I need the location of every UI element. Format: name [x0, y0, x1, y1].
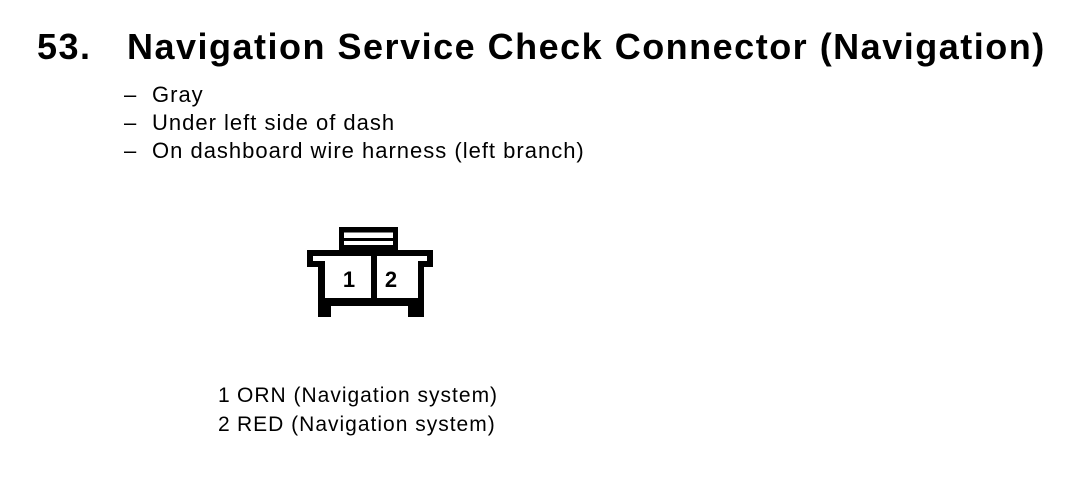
connector-latch-tab-icon: [339, 227, 398, 250]
bullet-dash: –: [124, 82, 137, 107]
detail-text-location: Under left side of dash: [152, 110, 396, 135]
cavity-2-number: 2: [385, 267, 397, 292]
connector-diagram: 1 2: [307, 227, 433, 317]
pin-legend-row: 1 ORN (Navigation system): [218, 381, 498, 410]
detail-text-harness: On dashboard wire harness (left branch): [152, 138, 585, 163]
pin-wire-label: ORN (Navigation system): [237, 384, 499, 407]
detail-line: –Gray: [124, 81, 585, 109]
pin-legend-row: 2 RED (Navigation system): [218, 410, 498, 439]
section-title: Navigation Service Check Connector (Navi…: [127, 26, 1046, 67]
bullet-dash: –: [124, 110, 137, 135]
location-details: –Gray –Under left side of dash –On dashb…: [124, 81, 585, 165]
detail-line: –Under left side of dash: [124, 109, 585, 137]
pin-legend: 1 ORN (Navigation system) 2 RED (Navigatio…: [218, 381, 498, 439]
cavity-1-number: 1: [343, 267, 355, 292]
detail-text-color: Gray: [152, 82, 204, 107]
bullet-dash: –: [124, 138, 137, 163]
connector-cavity-area: [313, 256, 427, 298]
detail-line: –On dashboard wire harness (left branch): [124, 137, 585, 165]
pin-wire-label: RED (Navigation system): [237, 413, 496, 436]
pin-number: 1: [218, 384, 230, 407]
pin-number: 2: [218, 413, 230, 436]
section-number: 53.: [37, 26, 92, 67]
cavity-divider: [371, 256, 377, 298]
